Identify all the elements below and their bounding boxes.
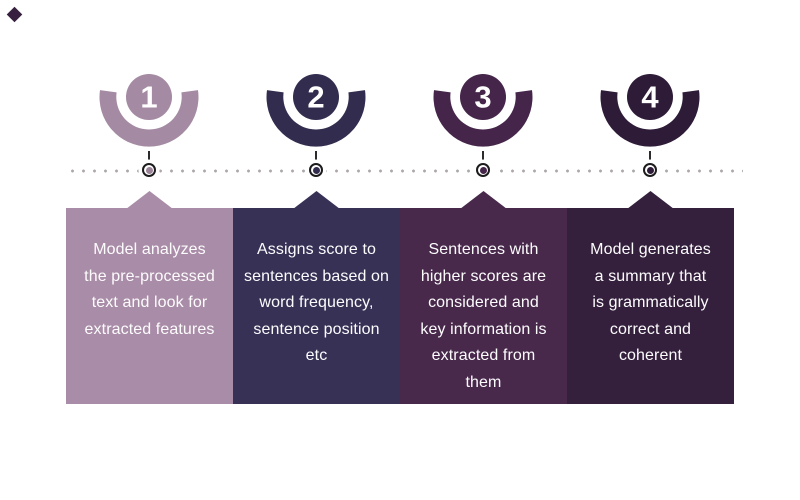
timeline-marker-dot (479, 166, 487, 174)
arc-icon (600, 90, 700, 147)
step-number: 4 (641, 80, 659, 115)
timeline-marker (309, 163, 323, 177)
arc-icon (99, 90, 199, 147)
step-4-badge-icon: 4 (600, 74, 700, 147)
step-description: Model analyzes the pre-processed text an… (84, 241, 215, 338)
timeline-marker (142, 163, 156, 177)
step-description: Model generates a summary that is gramma… (590, 241, 711, 364)
step-3-badge-icon: 3 (433, 74, 533, 147)
step-1: 1 Model analyzes the pre-processed text … (66, 0, 233, 500)
timeline-marker (476, 163, 490, 177)
step-2: 2 Assigns score to sentences based on wo… (233, 0, 400, 500)
step-number: 2 (307, 80, 324, 115)
timeline-tick (315, 151, 317, 162)
timeline-marker-dot (145, 166, 153, 174)
step-4: 4 Model generates a summary that is gram… (567, 0, 734, 500)
callout-arrow (126, 191, 173, 209)
timeline-marker-dot (646, 166, 654, 174)
callout-box: Model analyzes the pre-processed text an… (66, 208, 233, 404)
step-description: Assigns score to sentences based on word… (243, 241, 390, 364)
number-circle (460, 74, 506, 120)
arc-icon (266, 90, 366, 147)
step-number: 3 (474, 80, 491, 115)
timeline-tick (649, 151, 651, 162)
timeline-marker (643, 163, 657, 177)
callout-arrow (460, 191, 507, 209)
step-1-badge-icon: 1 (99, 74, 199, 147)
step-3: 3 Sentences with higher scores are consi… (400, 0, 567, 500)
callout-box: Sentences with higher scores are conside… (400, 208, 567, 404)
arc-icon (433, 90, 533, 147)
step-2-badge-icon: 2 (266, 74, 366, 147)
callout-box: Model generates a summary that is gramma… (567, 208, 734, 404)
timeline-dotted-line (67, 168, 743, 174)
timeline-marker-dot (312, 166, 320, 174)
timeline-tick (482, 151, 484, 162)
number-circle (293, 74, 339, 120)
corner-diamond-icon (6, 6, 23, 23)
callout-arrow (627, 191, 674, 209)
number-circle (627, 74, 673, 120)
timeline-tick (148, 151, 150, 162)
callout-arrow (293, 191, 340, 209)
callout-box: Assigns score to sentences based on word… (233, 208, 400, 404)
number-circle (126, 74, 172, 120)
step-description: Sentences with higher scores are conside… (420, 241, 547, 391)
step-number: 1 (140, 80, 157, 115)
